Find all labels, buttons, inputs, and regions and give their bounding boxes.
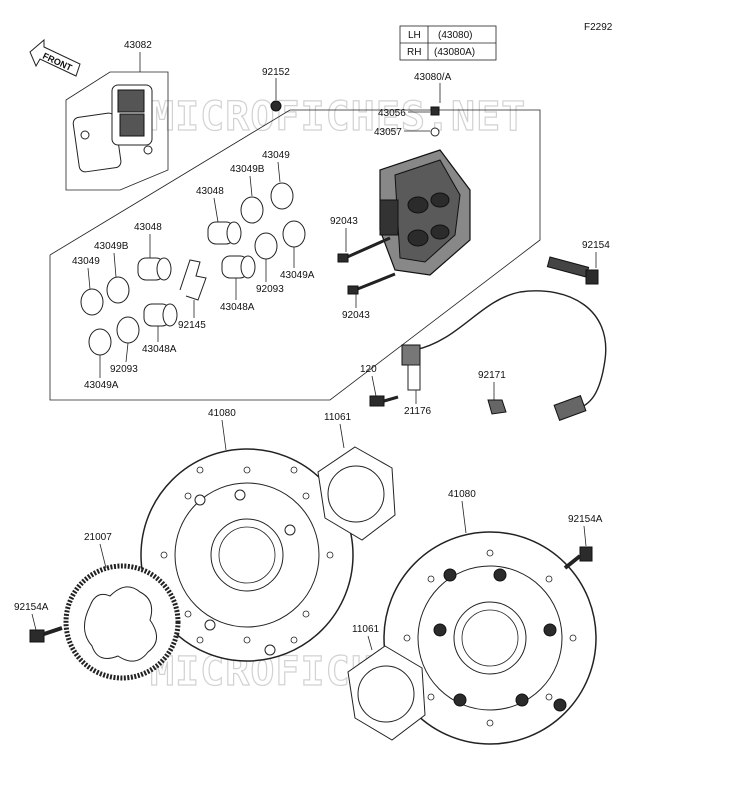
clamp-92171	[487, 399, 507, 415]
label-43048-top: 43048	[196, 186, 224, 197]
label-43057: 43057	[374, 127, 402, 138]
caliper-body	[379, 149, 471, 276]
label-92093-mid: 92093	[256, 284, 284, 295]
label-43048-left: 43048	[134, 222, 162, 233]
label-21007: 21007	[84, 532, 112, 543]
abs-sensor-cable	[414, 290, 607, 411]
side-table: LH (43080) RH (43080A)	[399, 25, 497, 61]
pistons-top	[207, 182, 306, 279]
side-table-lh: LH	[408, 30, 421, 41]
label-41080-right: 41080	[448, 489, 476, 500]
label-43049-left: 43049	[72, 256, 100, 267]
brake-disc-left	[140, 448, 354, 662]
brake-pad-box	[65, 71, 169, 191]
label-43048a-left: 43048A	[142, 344, 177, 355]
pad-spring-clip	[179, 259, 207, 301]
label-43049a-left: 43049A	[84, 380, 119, 391]
label-92154a-right: 92154A	[568, 514, 603, 525]
label-43049b-left: 43049B	[94, 241, 129, 252]
label-120: 120	[360, 364, 377, 375]
label-43082: 43082	[124, 40, 152, 51]
label-92152: 92152	[262, 67, 290, 78]
pistons-left	[80, 257, 178, 356]
label-92043-top: 92043	[330, 216, 358, 227]
label-92154a-left: 92154A	[14, 602, 49, 613]
diagram-code: F2292	[584, 22, 613, 33]
caliper-assembly-frame	[49, 109, 541, 401]
abs-sensor	[401, 344, 421, 391]
gasket-11061-bottom	[347, 645, 426, 741]
label-41080-left: 41080	[208, 408, 236, 419]
label-92093-left: 92093	[110, 364, 138, 375]
bolt-92154a-left	[29, 626, 63, 643]
label-11061-top: 11061	[324, 412, 352, 423]
screw-120	[369, 395, 399, 407]
label-43056: 43056	[378, 108, 406, 119]
side-table-lh-part: (43080)	[438, 30, 472, 41]
brake-disc-right	[383, 531, 597, 745]
cap-92152	[270, 100, 282, 112]
bolt-92154a-right	[563, 546, 593, 570]
label-92171: 92171	[478, 370, 506, 381]
label-92043-bottom: 92043	[342, 310, 370, 321]
label-43049a-right: 43049A	[280, 270, 315, 281]
side-table-rh-part: (43080A)	[434, 47, 475, 58]
label-21176: 21176	[404, 406, 432, 417]
label-43080a: 43080/A	[414, 72, 452, 83]
bolt-92154	[546, 256, 599, 285]
gasket-11061-top	[317, 446, 396, 541]
label-92154: 92154	[582, 240, 610, 251]
label-43049b-top: 43049B	[230, 164, 265, 175]
label-92145: 92145	[178, 320, 206, 331]
abs-tone-ring	[63, 563, 181, 681]
label-43049-top: 43049	[262, 150, 290, 161]
side-table-rh: RH	[407, 47, 421, 58]
bleeder-43056	[430, 106, 440, 116]
washer-43057	[430, 127, 440, 137]
front-arrow-icon: FRONT	[29, 38, 81, 77]
pins-92043	[337, 236, 396, 295]
label-11061-bottom: 11061	[352, 624, 380, 635]
watermark-top: MICROFICHES.NET	[150, 94, 526, 140]
sensor-connector	[553, 395, 587, 421]
label-43048a-mid: 43048A	[220, 302, 255, 313]
